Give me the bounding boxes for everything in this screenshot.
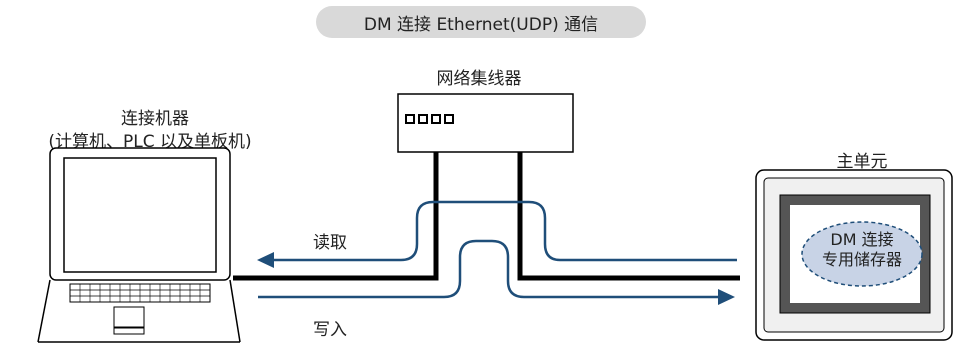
- write-arrow-head: [718, 289, 735, 305]
- read-flow-line: [257, 200, 737, 268]
- network-cable: [233, 152, 740, 281]
- device-label-line1: 连接机器: [121, 109, 189, 129]
- dm-memory-line1: DM 连接: [830, 230, 894, 249]
- dm-memory-label: DM 连接 专用储存器: [800, 230, 924, 270]
- hub-label: 网络集线器: [436, 69, 522, 89]
- dm-memory-line2: 专用储存器: [821, 250, 902, 269]
- device-label-line2: (计算机、PLC 以及单板机): [48, 132, 252, 152]
- read-label: 读取: [313, 233, 347, 253]
- diagram-title-text: DM 连接 Ethernet(UDP) 通信: [363, 14, 599, 35]
- read-arrow-head: [257, 252, 274, 268]
- laptop-icon: [37, 147, 241, 343]
- write-label: 写入: [313, 320, 347, 340]
- diagram-title: DM 连接 Ethernet(UDP) 通信: [316, 6, 646, 38]
- main-unit-icon: [755, 169, 953, 341]
- dm-memory-cloud: [801, 221, 923, 287]
- main-unit-label: 主单元: [836, 152, 888, 172]
- write-flow-line: [258, 239, 735, 305]
- network-hub-icon: [397, 93, 574, 153]
